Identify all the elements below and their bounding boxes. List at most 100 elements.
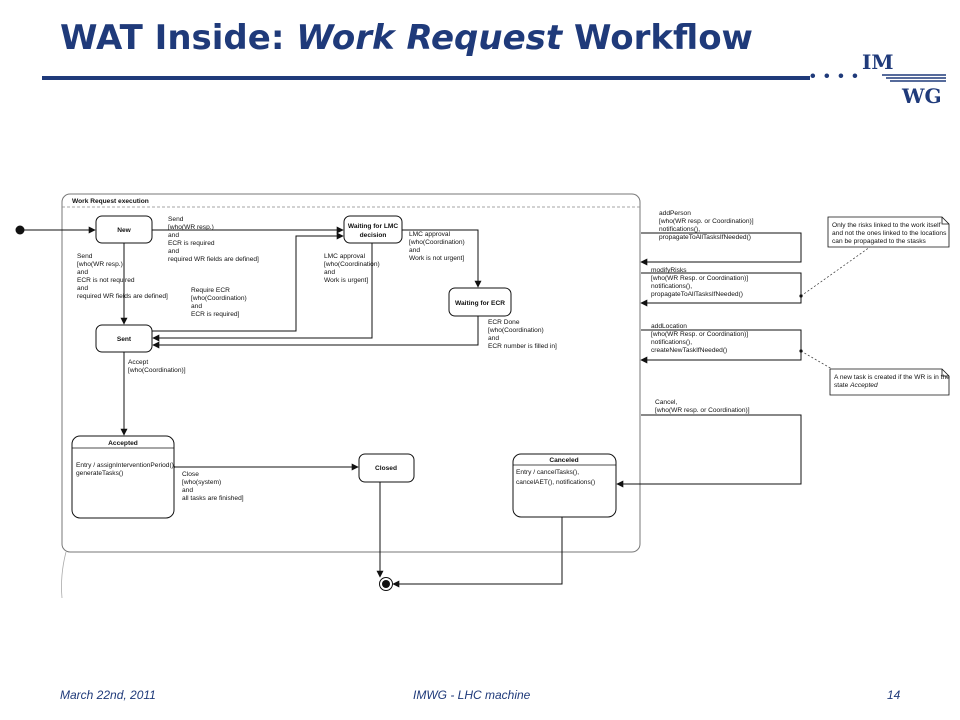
label-new-to-sent: Send [who(WR resp.) and ECR is not requi…: [77, 253, 168, 300]
note-risks-2: and not the ones linked to the locations: [832, 230, 947, 237]
label-add-person-2: [who(WR resp. or Coordination)]: [659, 218, 754, 225]
label-lmc-to-ecr-2: [who(Coordination): [409, 239, 465, 246]
state-accepted: Accepted Entry / assignInterventionPerio…: [71, 435, 176, 519]
title-part-1: WAT Inside:: [60, 18, 297, 58]
label-lmc-to-ecr-3: and: [409, 247, 420, 254]
footer-center: IMWG - LHC machine: [413, 688, 531, 702]
label-lmc-to-sent-2: [who(Coordination): [324, 261, 380, 268]
note-risks-3: can be propagated to the stasks: [832, 238, 927, 245]
label-new-to-lmc-5: and: [168, 248, 179, 255]
label-sent-to-accepted: Accept [who(Coordination)]: [128, 359, 186, 374]
logo-text-wg: WG: [902, 84, 942, 108]
label-lmc-to-ecr-4: Work is not urgent]: [409, 255, 464, 262]
label-add-person-1: addPerson: [659, 210, 691, 217]
label-new-to-sent-6: required WR fields are defined]: [77, 293, 168, 300]
label-ecr-to-sent: ECR Done [who(Coordination) and ECR numb…: [488, 319, 557, 350]
final-state: [379, 577, 393, 591]
arrow-lmc-to-sent: [152, 243, 373, 342]
state-new-label: New: [117, 227, 131, 234]
label-cancel-2: [who(WR resp. or Coordination)]: [655, 407, 750, 414]
label-new-to-sent-2: [who(WR resp.): [77, 261, 123, 268]
state-waiting-lmc-line-2: decision: [360, 232, 387, 239]
title-dots: • • • •: [810, 68, 860, 85]
execution-frame: [61, 193, 641, 553]
frame-left-tail: [61, 551, 67, 599]
label-modify-risks: modifyRisks [who(WR Resp. or Coordinatio…: [651, 267, 748, 298]
arrow-lmc-to-ecr: [402, 229, 482, 288]
label-lmc-to-sent-4: Work is urgent]: [324, 277, 368, 284]
label-modify-risks-2: [who(WR Resp. or Coordination)]: [651, 275, 748, 282]
logo-stripes-icon: [882, 74, 946, 82]
label-modify-risks-4: propagateToAllTasksIfNeeded(): [651, 291, 743, 298]
label-new-to-sent-5: and: [77, 285, 88, 292]
label-new-to-sent-1: Send: [77, 253, 93, 260]
state-accepted-body-1: Entry / assignInterventionPeriod(),: [76, 462, 176, 469]
label-add-location-1: addLocation: [651, 323, 687, 330]
label-new-to-lmc-3: and: [168, 232, 179, 239]
note-task-2: state: [834, 382, 850, 389]
imwg-logo: IM WG: [862, 50, 948, 108]
label-new-to-lmc-2: [who(WR resp.): [168, 224, 214, 231]
title-part-3: Workflow: [562, 18, 753, 58]
label-add-person: addPerson [who(WR resp. or Coordination)…: [659, 210, 754, 241]
note-risks-anchor: [799, 294, 803, 298]
label-sent-to-accepted-1: Accept: [128, 359, 148, 366]
state-closed: Closed: [358, 453, 415, 483]
footer-date: March 22nd, 2011: [60, 688, 156, 702]
footer-page-number: 14: [887, 688, 901, 702]
arrow-cancel: [616, 414, 802, 488]
label-new-to-lmc-6: required WR fields are defined]: [168, 256, 259, 263]
title-underline: [42, 76, 810, 80]
label-add-location-4: createNewTaskIfNeeded(): [651, 347, 727, 354]
note-task-1: A new task is created if the WR is in th…: [834, 374, 950, 381]
label-add-location-2: [who(WR Resp. or Coordination)]: [651, 331, 748, 338]
label-sent-to-lmc-3: and: [191, 303, 202, 310]
label-lmc-to-ecr-1: LMC approval: [409, 231, 451, 238]
label-ecr-to-sent-3: and: [488, 335, 499, 342]
label-sent-to-accepted-2: [who(Coordination)]: [128, 367, 186, 374]
label-accepted-to-closed: Close [who(system) and all tasks are fin…: [182, 471, 244, 502]
note-task-anchor: [799, 349, 803, 353]
state-waiting-lmc-line-1: Waiting for LMC: [348, 223, 399, 230]
initial-state: [15, 225, 25, 235]
label-add-person-4: propagateToAllTasksIfNeeded(): [659, 234, 751, 241]
label-sent-to-lmc-2: [who(Coordination): [191, 295, 247, 302]
label-add-location-3: notifications(),: [651, 339, 692, 346]
label-sent-to-lmc-4: ECR is required]: [191, 311, 240, 318]
state-closed-label: Closed: [375, 465, 397, 472]
arrow-add-location: [640, 329, 802, 364]
label-lmc-to-sent-1: LMC approval: [324, 253, 366, 260]
state-sent-label: Sent: [117, 336, 132, 343]
arrow-add-person: [640, 232, 802, 266]
note-risks: Only the risks linked to the work itself…: [827, 216, 950, 248]
arrow-ecr-to-sent: [152, 316, 479, 349]
arrow-canceled-to-final: [392, 517, 563, 588]
label-accepted-to-closed-4: all tasks are finished]: [182, 495, 244, 502]
state-accepted-body-2: generateTasks(): [76, 470, 123, 477]
note-risks-1: Only the risks linked to the work itself: [832, 222, 941, 229]
logo-text-im: IM: [862, 50, 894, 74]
label-lmc-to-ecr: LMC approval [who(Coordination) and Work…: [409, 231, 465, 262]
state-canceled-body-1: Entry / cancelTasks(),: [516, 469, 579, 476]
state-sent: Sent: [95, 324, 153, 353]
label-ecr-to-sent-4: ECR number is filled in]: [488, 343, 557, 350]
state-waiting-ecr: Waiting for ECR: [448, 287, 512, 317]
label-sent-to-lmc-1: Require ECR: [191, 287, 230, 294]
label-accepted-to-closed-1: Close: [182, 471, 199, 478]
state-canceled: Canceled Entry / cancelTasks(), cancelAE…: [512, 453, 617, 518]
state-canceled-body-2: cancelAET(), notifications(): [516, 479, 595, 486]
label-new-to-lmc-4: ECR is required: [168, 240, 215, 247]
svg-text:state Accepted: state Accepted: [834, 382, 878, 389]
frame-label: Work Request execution: [72, 198, 149, 205]
label-ecr-to-sent-1: ECR Done: [488, 319, 520, 326]
label-new-to-lmc-1: Send: [168, 216, 184, 223]
label-new-to-sent-4: ECR is not required: [77, 277, 135, 284]
label-accepted-to-closed-3: and: [182, 487, 193, 494]
label-accepted-to-closed-2: [who(system): [182, 479, 221, 486]
note-task-connector: [800, 350, 833, 370]
title-part-2: Work Request: [296, 18, 563, 58]
label-add-person-3: notifications(),: [659, 226, 700, 233]
label-sent-to-lmc: Require ECR [who(Coordination) and ECR i…: [191, 287, 247, 318]
label-add-location: addLocation [who(WR Resp. or Coordinatio…: [651, 323, 748, 354]
